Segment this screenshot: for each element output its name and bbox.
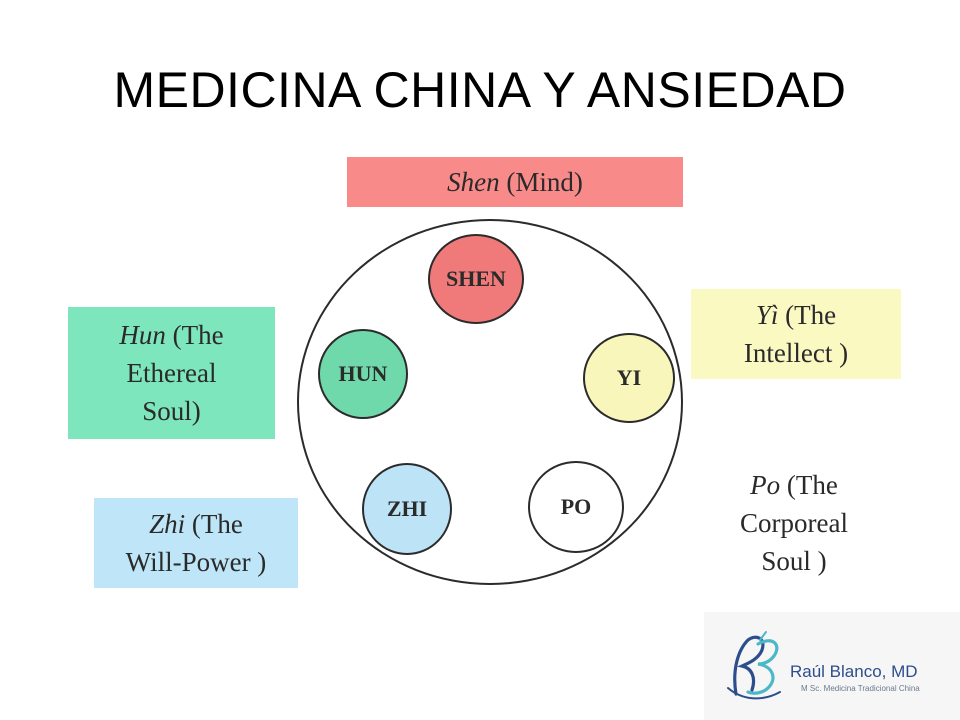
label-po-line2: Corporeal — [740, 508, 848, 538]
label-po-line1: Po (The — [750, 466, 838, 504]
label-hun: Hun (The Ethereal Soul) — [68, 307, 275, 439]
label-po: Po (The Corporeal Soul ) — [712, 462, 876, 584]
slide-title: MEDICINA CHINA Y ANSIEDAD — [113, 62, 847, 118]
label-zhi-line1: Zhi (The — [149, 505, 243, 543]
label-shen: Shen (Mind) — [347, 157, 683, 207]
label-shen-line: Shen (Mind) — [447, 163, 583, 201]
node-hun: HUN — [318, 329, 408, 419]
label-hun-line1-text: (The — [172, 320, 224, 350]
label-zhi-name: Zhi — [149, 509, 186, 539]
label-hun-line1: Hun (The — [119, 316, 223, 354]
label-yi-line1: Yì (The — [756, 296, 836, 334]
label-zhi: Zhi (The Will-Power ) — [94, 498, 298, 588]
label-hun-line2: Ethereal — [126, 358, 217, 388]
logo-subtitle: M Sc. Medicina Tradicional China — [801, 684, 920, 693]
label-zhi-line2: Will-Power ) — [125, 547, 267, 577]
label-po-line1-text: (The — [786, 470, 838, 500]
label-hun-name: Hun — [119, 320, 166, 350]
node-po: PO — [528, 461, 624, 553]
label-yi-name: Yì — [755, 300, 779, 330]
label-yi-line1-text: (The — [785, 300, 837, 330]
node-zhi: ZHI — [362, 463, 452, 555]
label-zhi-line1-text: (The — [191, 509, 243, 539]
label-shen-desc: (Mind) — [506, 167, 583, 197]
label-po-name: Po — [750, 470, 781, 500]
logo-name: Raúl Blanco, MD — [790, 662, 918, 681]
label-yi: Yì (The Intellect ) — [691, 289, 901, 379]
logo: Raúl Blanco, MD M Sc. Medicina Tradicion… — [704, 612, 960, 720]
label-po-line3: Soul ) — [761, 546, 827, 576]
node-yi: YI — [583, 333, 675, 423]
node-shen: SHEN — [428, 234, 524, 324]
label-hun-line3: Soul) — [142, 396, 201, 426]
rb-monogram-icon — [727, 631, 781, 700]
label-yi-line2: Intellect ) — [743, 338, 849, 368]
label-shen-name: Shen — [447, 167, 500, 197]
